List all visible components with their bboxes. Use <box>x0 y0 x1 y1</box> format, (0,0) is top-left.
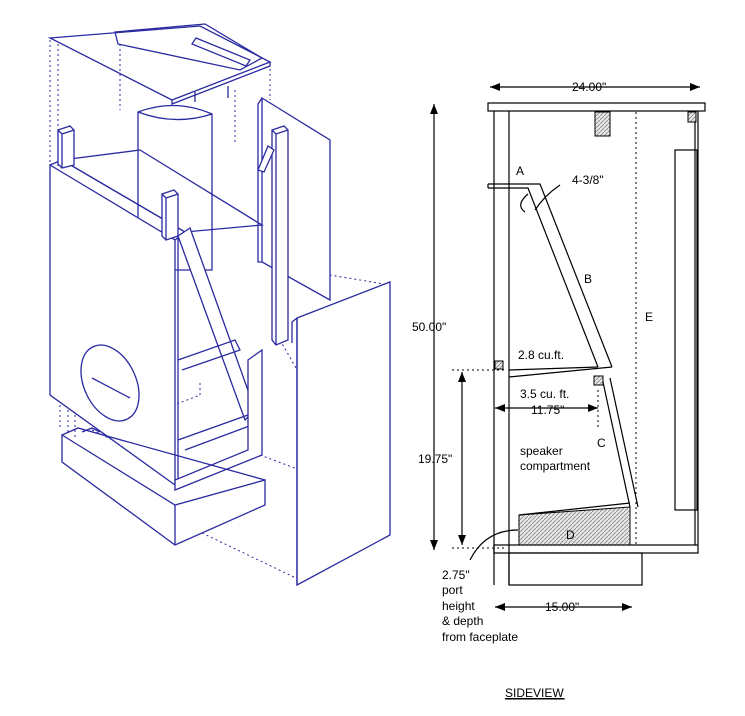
dim-height-lower: 19.75" <box>418 452 452 466</box>
dim-height-total: 50.00" <box>412 320 446 334</box>
side-rear-panel <box>674 149 698 511</box>
iso-horn-panels <box>174 226 263 491</box>
port-label-5: from faceplate <box>442 630 518 644</box>
port-label-1: 2.75" <box>442 568 470 582</box>
iso-rear-panel <box>257 96 331 302</box>
point-a: A <box>516 164 524 178</box>
port-label-3: height <box>442 599 475 613</box>
dim-width-top: 24.00" <box>572 80 606 94</box>
side-plinth <box>508 552 643 586</box>
dim-angle: 4-3/8" <box>572 173 604 187</box>
side-bottom-board <box>493 544 699 554</box>
iso-side-panel <box>49 149 265 487</box>
iso-base <box>61 427 266 546</box>
port-label-2: port <box>442 583 463 597</box>
side-top-cap <box>487 102 706 112</box>
side-view: 24.00" 50.00" 4-3/8" A B C D E 2.8 cu.ft… <box>412 80 706 700</box>
caption-sideview: SIDEVIEW <box>505 686 564 700</box>
point-b: B <box>584 272 592 286</box>
iso-top-panel <box>47 23 272 105</box>
side-horn-board <box>487 183 639 508</box>
iso-corner-posts <box>57 125 289 346</box>
side-corner-block <box>687 111 697 123</box>
dim-width-bottom: 15.00" <box>545 600 579 614</box>
volume-upper: 2.8 cu.ft. <box>518 348 564 362</box>
point-e: E <box>645 310 653 324</box>
compartment-label-1: speaker <box>520 444 563 458</box>
dim-depth-inner: 11.75" <box>531 403 564 417</box>
iso-front-baffle <box>291 281 391 587</box>
isometric-exploded-view <box>47 23 391 587</box>
side-top-block <box>594 111 611 137</box>
volume-lower: 3.5 cu. ft. <box>520 387 569 401</box>
port-label-4: & depth <box>442 614 483 628</box>
dimension-lines <box>430 83 700 611</box>
compartment-label-2: compartment <box>520 459 591 473</box>
point-d: D <box>566 528 575 542</box>
point-c: C <box>597 436 606 450</box>
